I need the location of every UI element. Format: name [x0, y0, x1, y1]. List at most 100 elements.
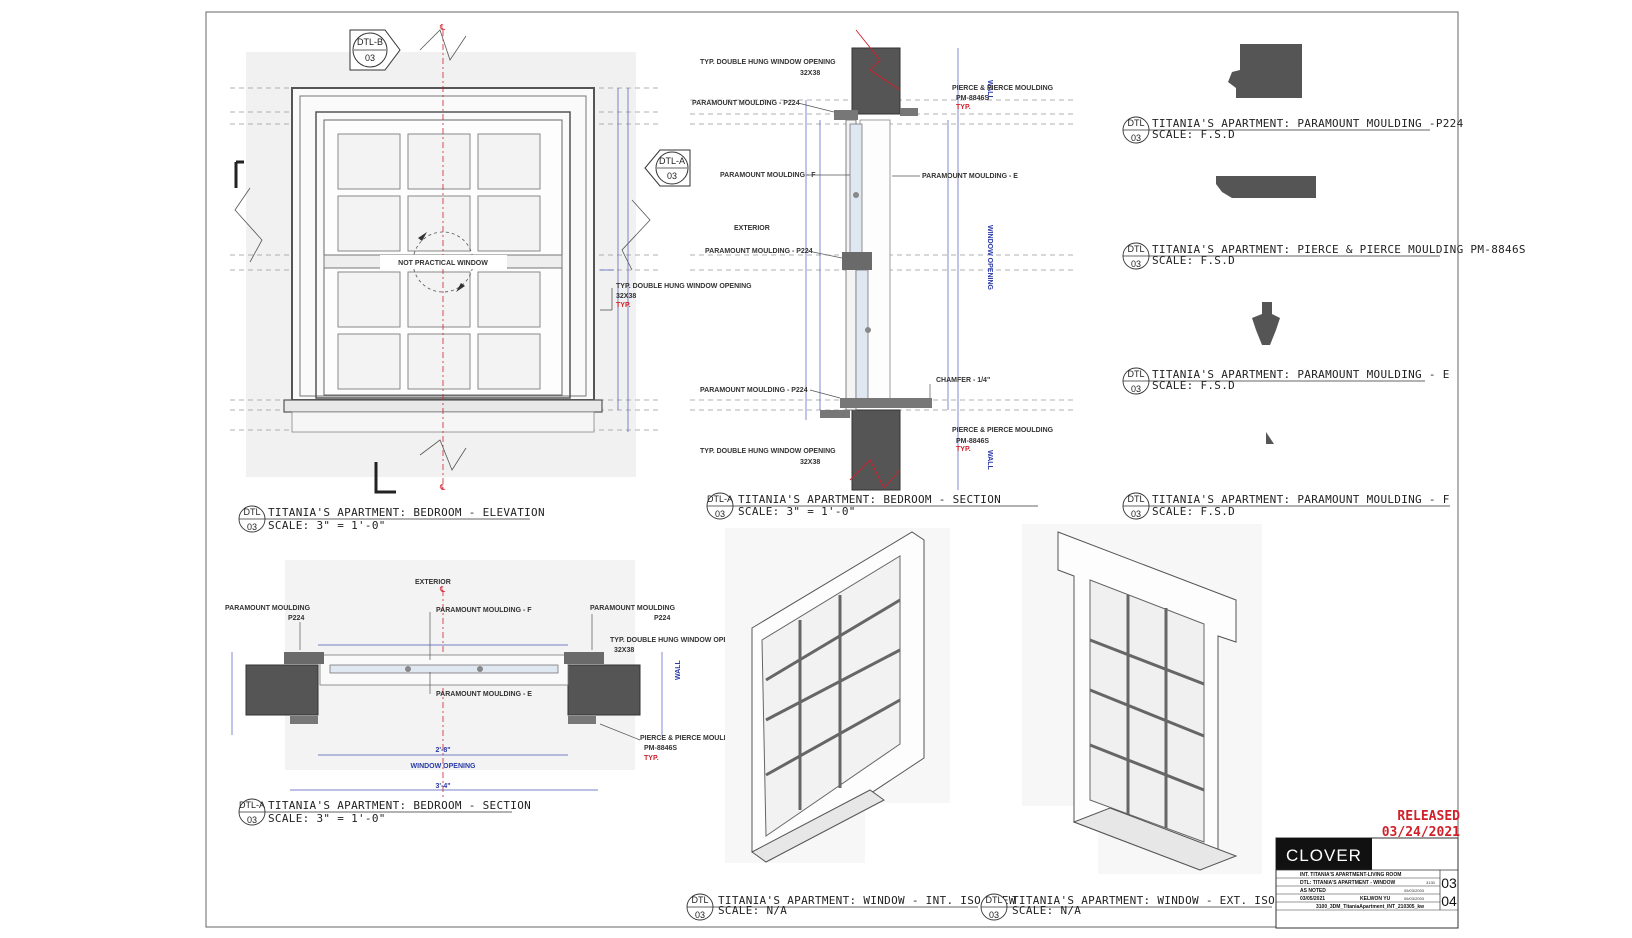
- details-section_v-labels-wall_bot-text: WALL: [986, 450, 993, 471]
- svg-text:℄: ℄: [439, 23, 446, 32]
- title_block-date2-text: 05/03/2003: [1404, 888, 1425, 893]
- details-mouldings-3-sheet-text: 03: [1131, 509, 1141, 519]
- details-mouldings-2-code-text: DTL: [1127, 369, 1144, 379]
- details-mouldings-3-title-text: TITANIA'S APARTMENT: PARAMOUNT MOULDING …: [1152, 493, 1450, 506]
- details-elevation-section_b_sheet-text: 03: [365, 53, 375, 63]
- details-section_h-labels-window_opening-text: WINDOW OPENING: [411, 763, 476, 770]
- details-section_v-labels-pierce_bot_code-text: PM-8846S: [956, 438, 989, 445]
- details-section_v-labels-f-text: PARAMOUNT MOULDING - F: [720, 172, 816, 179]
- details-mouldings-1-scale-text: SCALE: F.S.D: [1152, 254, 1235, 267]
- wall-top: [851, 47, 901, 115]
- details-mouldings-0-title-text: TITANIA'S APARTMENT: PARAMOUNT MOULDING …: [1152, 117, 1464, 130]
- elevation-title: DTL 03 TITANIA'S APARTMENT: BEDROOM - EL…: [238, 505, 545, 533]
- title_block-file-text: 3100_3DM_TitaniaApartment_INT_210305_kw: [1316, 904, 1424, 910]
- details-section_v-labels-opening_bot-text: TYP. DOUBLE HUNG WINDOW OPENING: [700, 448, 836, 455]
- exterior-label-v: EXTERIOR: [734, 225, 770, 232]
- sheet-number-b: 04: [1441, 893, 1457, 909]
- details-section_v-labels-pierce_top_code-text: PM-8846S: [956, 95, 989, 102]
- details-section_v-labels-p224_top-text: PARAMOUNT MOULDING - P224: [692, 100, 800, 107]
- details-mouldings-2-sheet-text: 03: [1131, 384, 1141, 394]
- details-elevation-code-text: DTL: [243, 507, 260, 517]
- details-section_h-labels-wall-text: WALL: [675, 659, 682, 680]
- details-section_v-labels-pierce_bot-text: PIERCE & PIERCE MOULDING: [952, 427, 1054, 434]
- details-elevation-title-text: TITANIA'S APARTMENT: BEDROOM - ELEVATION: [268, 506, 545, 519]
- svg-text:℄: ℄: [439, 585, 446, 594]
- details-mouldings-2-scale-text: SCALE: F.S.D: [1152, 379, 1235, 392]
- details-iso_int-scale-text: SCALE: N/A: [718, 904, 787, 917]
- details-section_v-labels-opening_top-text: TYP. DOUBLE HUNG WINDOW OPENING: [700, 59, 836, 66]
- details-elevation-section_a_sheet-text: 03: [667, 171, 677, 181]
- upper-sash: [337, 133, 541, 252]
- details-section_v-labels-pierce_top-text: PIERCE & PIERCE MOULDING: [952, 85, 1054, 92]
- details-section_h-labels-e-text: PARAMOUNT MOULDING - E: [436, 691, 532, 698]
- wall-bottom: [851, 409, 901, 491]
- title_block-set_name-text: INT. TITANIA'S APARTMENT-LIVING ROOM: [1300, 872, 1401, 878]
- exterior-label-h: EXTERIOR: [415, 579, 451, 586]
- iso-ext-title: DTL 03 TITANIA'S APARTMENT: WINDOW - EXT…: [980, 893, 1309, 921]
- details-section_v-labels-p224_mid-text: PARAMOUNT MOULDING - P224: [705, 248, 813, 255]
- stamp-released-text: RELEASED: [1397, 809, 1460, 824]
- details-section_v-labels-p224_bot-text: PARAMOUNT MOULDING - P224: [700, 387, 808, 394]
- details-section_v-labels-wall_top-text: WALL: [986, 80, 993, 101]
- section-marker-a: DTL-A 03: [644, 149, 691, 187]
- details-section_h-labels-f-text: PARAMOUNT MOULDING - F: [436, 607, 532, 614]
- details-section_v-code-text: DTL-A: [707, 494, 733, 504]
- sheet-number-a: 03: [1441, 875, 1457, 891]
- details-section_h-scale-text: SCALE: 3" = 1'-0": [268, 812, 386, 825]
- details-section_h-labels-pierce_code-text: PM-8846S: [644, 745, 677, 752]
- moulding-f-profile: [1266, 432, 1274, 444]
- details-section_v-labels-window_opening-text: WINDOW OPENING: [986, 225, 993, 290]
- moulding-title-2: DTL 03 TITANIA'S APARTMENT: PIERCE & PIE…: [1122, 242, 1526, 270]
- lower-sash: [337, 271, 541, 390]
- brand-logo: CLOVER: [1286, 846, 1362, 865]
- details-section_h-labels-dim1-text: 2'-8": [435, 747, 450, 754]
- details-section_h-sheet-text: 03: [247, 815, 257, 825]
- details-section_h-labels-p224_right-text: PARAMOUNT MOULDING: [590, 605, 676, 612]
- details-iso_ext-scale-text: SCALE: N/A: [1012, 904, 1081, 917]
- elevation-opening-note: TYP. DOUBLE HUNG WINDOW OPENING: [616, 283, 752, 290]
- details-mouldings-1-sheet-text: 03: [1131, 259, 1141, 269]
- details-section_h-labels-pierce-text: PIERCE & PIERCE MOULDING: [640, 735, 742, 742]
- moulding-profiles: DTL 03 TITANIA'S APARTMENT: PARAMOUNT MO…: [1122, 44, 1526, 520]
- iso-int-title: DTL 03 TITANIA'S APARTMENT: WINDOW - INT…: [686, 893, 1016, 921]
- details-section_v-labels-typ2-text: TYP.: [956, 446, 971, 453]
- svg-text:℄: ℄: [439, 483, 446, 492]
- details-section_v-labels-chamfer-text: CHAMFER - 1/4": [936, 377, 990, 384]
- details-elevation-sheet-text: 03: [247, 522, 257, 532]
- details-mouldings-0-scale-text: SCALE: F.S.D: [1152, 128, 1235, 141]
- release-stamp: RELEASED 03/24/2021: [1382, 809, 1460, 840]
- details-mouldings-1-title-text: TITANIA'S APARTMENT: PIERCE & PIERCE MOU…: [1152, 243, 1526, 256]
- details-mouldings-2-title-text: TITANIA'S APARTMENT: PARAMOUNT MOULDING …: [1152, 368, 1450, 381]
- details-iso_int-sheet-text: 03: [695, 910, 705, 920]
- moulding-title-4: DTL 03 TITANIA'S APARTMENT: PARAMOUNT MO…: [1122, 492, 1450, 520]
- sheet-border: [205, 11, 1459, 928]
- title_block-scale-text: AS NOTED: [1300, 888, 1326, 894]
- moulding-title-1: DTL 03 TITANIA'S APARTMENT: PARAMOUNT MO…: [1122, 116, 1464, 144]
- details-iso_int-code-text: DTL: [691, 895, 708, 905]
- details-section_h-labels-p224_right_code-text: P224: [654, 615, 670, 622]
- p224-profile: [1228, 44, 1302, 98]
- iso-interior-view: DTL 03 TITANIA'S APARTMENT: WINDOW - INT…: [686, 528, 1016, 921]
- not-practical-note: NOT PRACTICAL WINDOW: [398, 260, 488, 267]
- details-section_h-labels-p224_left_code-text: P224: [288, 615, 304, 622]
- details-mouldings-0-code-text: DTL: [1127, 118, 1144, 128]
- details-iso_ext-code-text: DTL: [985, 895, 1002, 905]
- details-mouldings-3-scale-text: SCALE: F.S.D: [1152, 505, 1235, 518]
- details-section_v-title-text: TITANIA'S APARTMENT: BEDROOM - SECTION: [738, 493, 1001, 506]
- details-elevation-scale-text: SCALE: 3" = 1'-0": [268, 519, 386, 532]
- details-elevation-section_b-text: DTL-B: [357, 37, 383, 47]
- details-mouldings-0-sheet-text: 03: [1131, 133, 1141, 143]
- horizontal-section-detail: ℄ EXTERIOR 2'-8" WINDOW OPENING 3'-4" WA…: [225, 560, 746, 826]
- title-block: CLOVER INT. TITANIA'S APARTMENT-LIVING R…: [1275, 837, 1459, 929]
- details-iso_int-title-text: TITANIA'S APARTMENT: WINDOW - INT. ISO V…: [718, 894, 1016, 907]
- moulding-e-profile: [1252, 302, 1280, 345]
- title_block-drawn-text: KELWON YU: [1360, 896, 1391, 902]
- details-section_v-labels-typ-text: TYP.: [956, 104, 971, 111]
- title_block-sheet_prefix-text: 3130: [1426, 880, 1436, 885]
- section-h-title: DTL-A 03 TITANIA'S APARTMENT: BEDROOM - …: [238, 798, 531, 826]
- section-v-title: DTL-A 03 TITANIA'S APARTMENT: BEDROOM - …: [706, 492, 1038, 520]
- brand-panel: [1276, 838, 1372, 870]
- wall-right: [567, 664, 641, 716]
- iso-exterior-view: DTL 03 TITANIA'S APARTMENT: WINDOW - EXT…: [980, 524, 1309, 921]
